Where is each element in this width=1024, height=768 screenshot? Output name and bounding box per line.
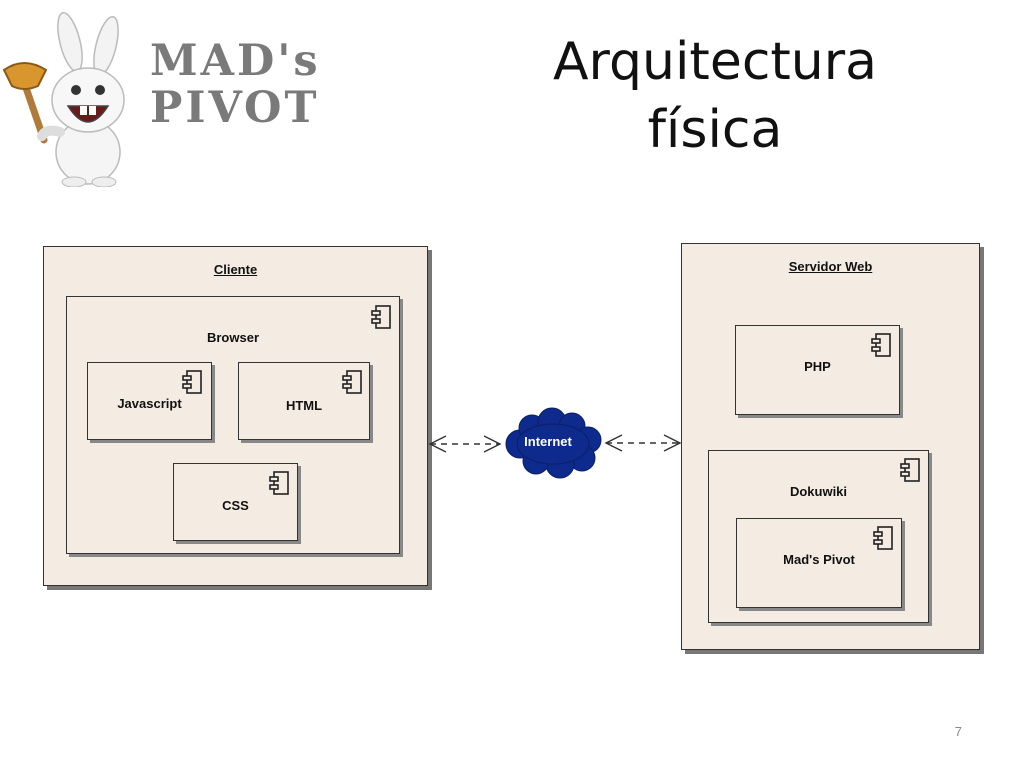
component-icon [342,370,362,394]
javascript-label: Javascript [117,396,182,411]
browser-label: Browser [206,330,260,345]
arrowhead-right [483,435,502,453]
slide-title-line-1: Arquitectura [552,32,877,92]
logo-line-1: MAD's [150,36,321,86]
dokuwiki-label: Dokuwiki [789,484,848,499]
component-icon [269,471,289,495]
arrowhead-left [428,435,447,453]
javascript-component [87,362,212,440]
rabbid-mascot-image [2,12,125,187]
html-component [238,362,370,440]
css-label: CSS [222,498,249,513]
css-component [173,463,298,541]
component-icon [900,458,920,482]
component-icon [871,333,891,357]
server-node-label: Servidor Web [788,259,873,274]
page-number: 7 [954,724,962,739]
client-node-label: Cliente [213,262,258,277]
html-label: HTML [285,398,323,413]
component-icon [371,305,391,329]
internet-label: Internet [524,434,572,449]
php-label: PHP [804,359,831,374]
arrowhead-right [663,434,682,452]
mads-pivot-label: Mad's Pivot [783,552,855,567]
slide-title: Arquitectura física [500,28,930,164]
arrowhead-left [604,434,623,452]
component-icon [873,526,893,550]
component-icon [182,370,202,394]
logo-wordmark: MAD's PIVOT [150,38,321,132]
logo-line-2: PIVOT [150,83,320,133]
slide-title-line-2: física [647,100,783,160]
